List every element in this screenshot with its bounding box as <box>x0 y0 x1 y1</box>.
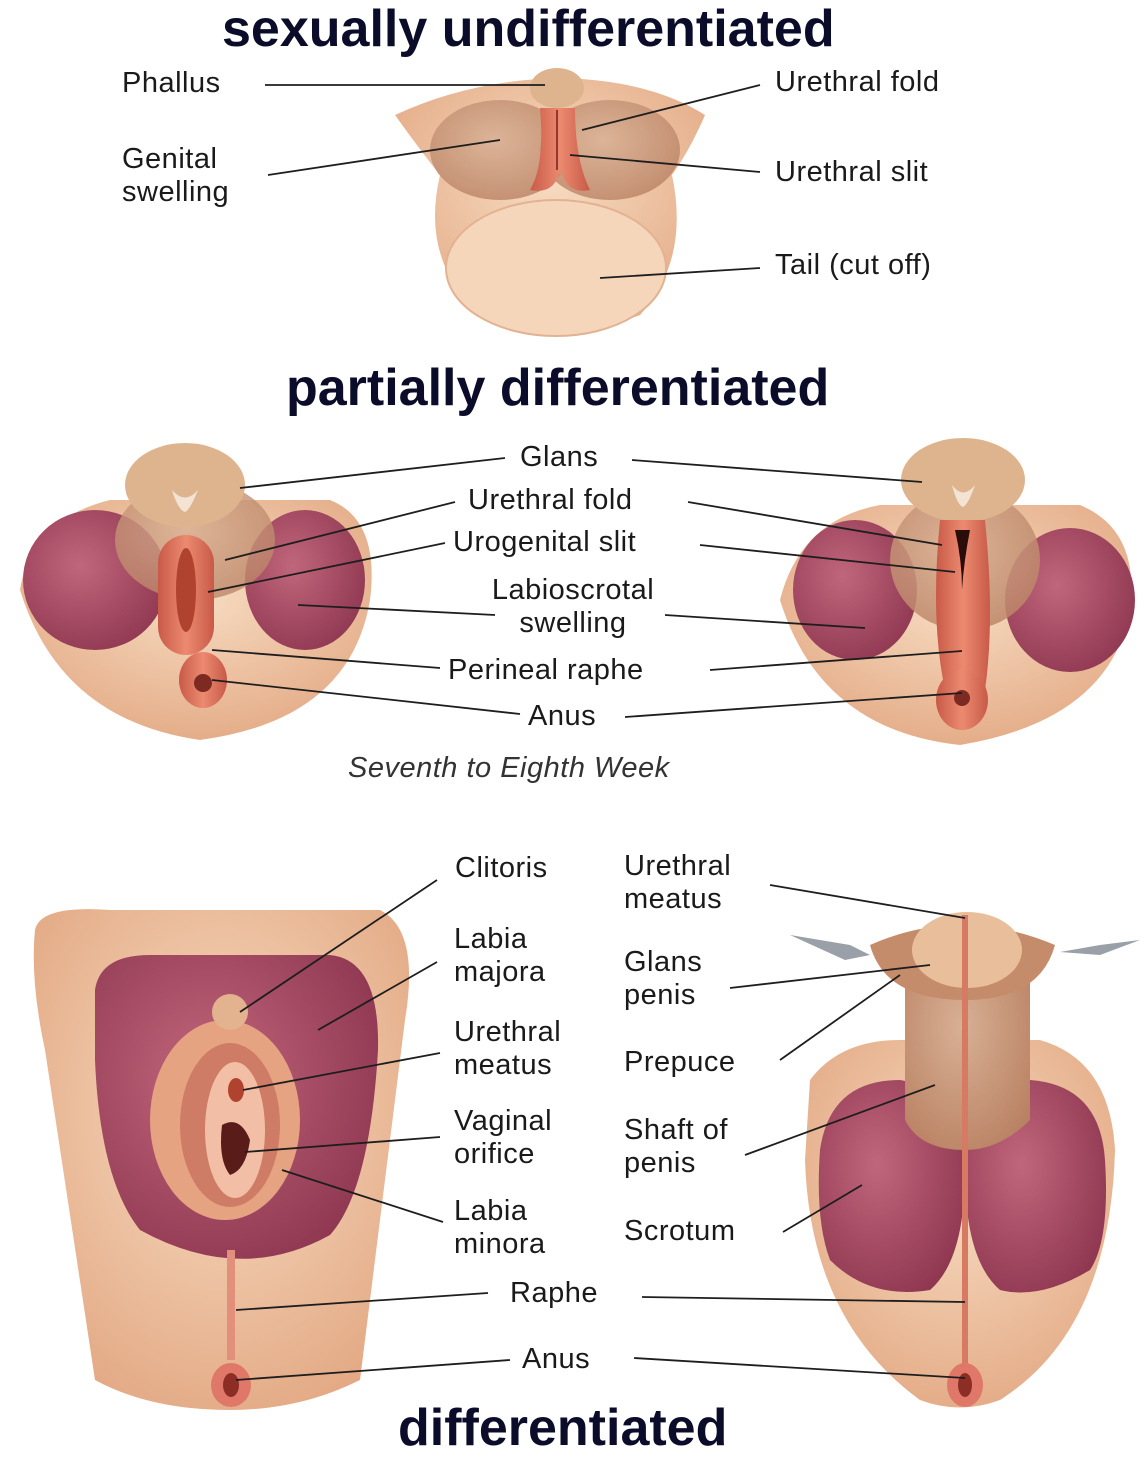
female-external-genitalia <box>33 909 410 1410</box>
label-glans-penis: Glans penis <box>624 946 703 1012</box>
partial-male-embryo <box>780 438 1135 745</box>
label-shaft-of-penis: Shaft of penis <box>624 1114 728 1180</box>
label-prepuce: Prepuce <box>624 1046 736 1078</box>
partial-female-embryo <box>20 443 372 740</box>
undifferentiated-embryo <box>395 68 705 337</box>
label-urethral-slit: Urethral slit <box>775 156 929 188</box>
label-urethral-meatus-female: Urethral meatus <box>454 1016 562 1082</box>
label-phallus: Phallus <box>122 67 221 99</box>
label-perineal-raphe: Perineal raphe <box>448 654 644 686</box>
label-anus-stage3: Anus <box>522 1343 591 1375</box>
label-genital-swelling: Genital swelling <box>122 143 230 209</box>
label-urethral-fold-2: Urethral fold <box>468 484 633 516</box>
label-labia-minora: Labia minora <box>454 1195 546 1261</box>
label-raphe: Raphe <box>510 1277 598 1309</box>
label-labia-majora: Labia majora <box>454 923 546 989</box>
label-scrotum: Scrotum <box>624 1215 736 1247</box>
leader-lines <box>207 84 966 1381</box>
label-glans: Glans <box>520 441 599 473</box>
heading-differentiated: differentiated <box>398 1399 728 1457</box>
heading-undifferentiated: sexually undifferentiated <box>222 0 835 58</box>
caption-week: Seventh to Eighth Week <box>348 752 670 784</box>
label-tail-cut-off: Tail (cut off) <box>775 249 932 281</box>
label-urethral-fold-1: Urethral fold <box>775 66 940 98</box>
label-urethral-meatus-male: Urethral meatus <box>624 850 732 916</box>
label-urogenital-slit: Urogenital slit <box>453 526 637 558</box>
label-labioscrotal-swelling: Labioscrotal swelling <box>491 574 655 640</box>
label-anus-stage2: Anus <box>528 700 597 732</box>
heading-partially-differentiated: partially differentiated <box>286 359 830 417</box>
label-vaginal-orifice: Vaginal orifice <box>454 1105 553 1171</box>
label-clitoris: Clitoris <box>455 852 548 884</box>
male-external-genitalia <box>790 912 1140 1408</box>
